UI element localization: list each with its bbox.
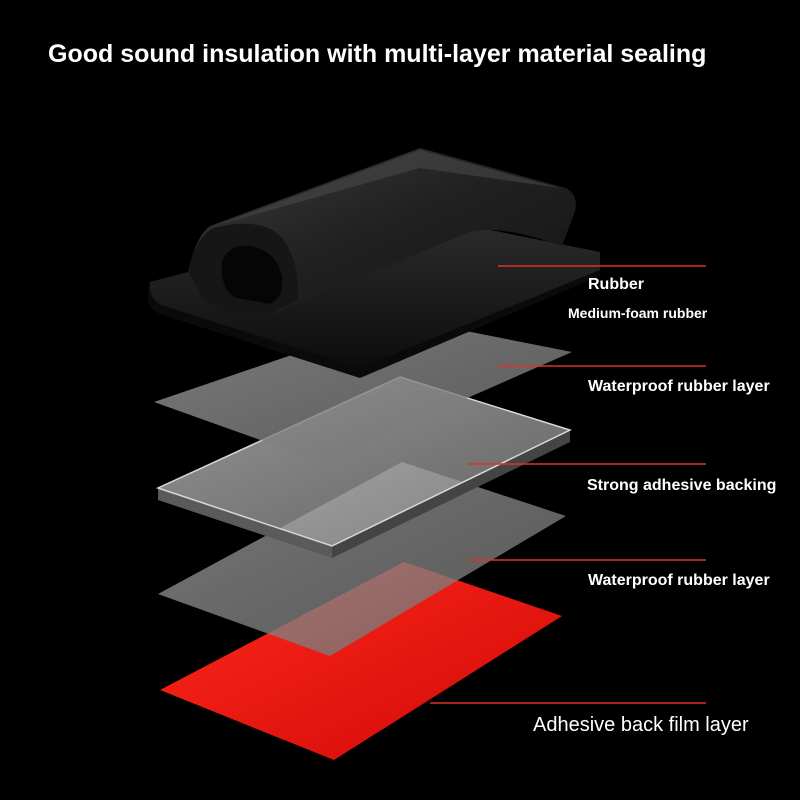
back-film-layer <box>160 562 562 760</box>
label-back-film-layer: Adhesive back film layer <box>533 714 749 736</box>
label-medium-foam-rubber: Medium-foam rubber <box>568 305 708 321</box>
waterproof-layer-top <box>154 318 572 462</box>
adhesive-backing-slab <box>155 376 573 558</box>
label-rubber: Rubber <box>588 276 644 293</box>
label-adhesive-backing: Strong adhesive backing <box>587 477 777 494</box>
rubber-seal-profile <box>147 148 601 378</box>
leader-lines <box>430 265 706 704</box>
label-waterproof-layer-bottom: Waterproof rubber layer <box>588 572 770 589</box>
page-title: Good sound insulation with multi-layer m… <box>48 40 707 68</box>
label-waterproof-layer-top: Waterproof rubber layer <box>588 378 770 395</box>
waterproof-layer-bottom <box>158 462 566 656</box>
